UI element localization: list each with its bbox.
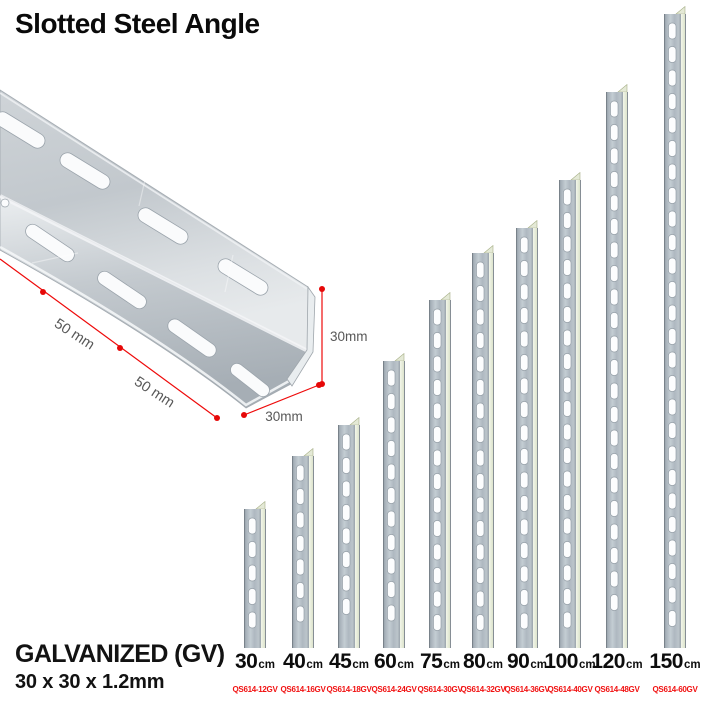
flange-width-line <box>243 384 320 416</box>
variant-code: QS614-18GV <box>326 685 372 694</box>
variant-size-label: 75cm <box>420 650 460 673</box>
variant-size-label: 60cm <box>374 650 414 673</box>
slot-holes <box>387 369 396 622</box>
slot-holes <box>433 308 442 631</box>
variant-code: QS614-16GV <box>280 685 326 694</box>
variant-code: QS614-12GV <box>232 685 278 694</box>
top-edge-highlight <box>0 92 308 290</box>
dimension-dot <box>316 382 322 388</box>
angle-end-cut <box>286 285 316 387</box>
variant-size-label: 150cm <box>649 650 701 673</box>
variant-size-label: 30cm <box>235 650 275 673</box>
slot-holes <box>668 22 677 627</box>
variant-bar <box>338 417 360 648</box>
small-round-hole <box>0 198 10 208</box>
slot-holes <box>342 433 351 615</box>
dimension-dot <box>214 415 220 421</box>
variant-bar <box>429 292 451 648</box>
variant-bar <box>292 448 314 648</box>
dimension-label-flange-height: 30mm <box>330 329 368 344</box>
variant-code: QS614-36GV <box>504 685 550 694</box>
dimension-dot <box>319 286 325 292</box>
slot-holes <box>610 100 619 611</box>
slot-holes-front-face <box>25 223 270 398</box>
dimension-label-flange-width: 30mm <box>265 409 303 424</box>
slot-holes <box>563 188 572 629</box>
slot-holes <box>248 517 257 629</box>
dimension-dot <box>241 412 247 418</box>
slot-holes <box>296 464 305 623</box>
variant-code: QS614-30GV <box>417 685 463 694</box>
variant-size-label: 120cm <box>591 650 643 673</box>
page-title: Slotted Steel Angle <box>15 8 260 39</box>
slot-holes <box>520 236 529 630</box>
variant-bar <box>559 172 581 648</box>
angle-front-face <box>0 194 310 409</box>
bend-highlight <box>0 194 309 353</box>
variant-size-label: 100cm <box>544 650 596 673</box>
dimension-label-leg-a: 50 mm <box>51 316 97 354</box>
variant-bar <box>606 84 628 648</box>
variant-size-label: 40cm <box>283 650 323 673</box>
surface-scratches <box>31 157 234 293</box>
variant-code: QS614-40GV <box>547 685 593 694</box>
variant-code: QS614-24GV <box>371 685 417 694</box>
finish-label: GALVANIZED (GV) <box>15 640 225 668</box>
slot-holes <box>476 261 485 631</box>
variant-bar <box>472 245 494 648</box>
slot-holes-top-face <box>0 111 269 296</box>
size-spec-label: 30 x 30 x 1.2mm <box>15 671 165 693</box>
variant-code: QS614-32GV <box>460 685 506 694</box>
variant-code: QS614-60GV <box>652 685 698 694</box>
leg-dimension-line <box>0 258 218 419</box>
dimension-label-leg-b: 50 mm <box>131 374 177 412</box>
variant-bar <box>664 6 686 648</box>
bottom-lip-highlight <box>0 245 290 407</box>
variant-size-label: 45cm <box>329 650 369 673</box>
variant-bar <box>383 353 405 648</box>
variant-size-label: 80cm <box>463 650 503 673</box>
angle-bracket-photo <box>0 89 316 409</box>
variant-code: QS614-48GV <box>594 685 640 694</box>
dimension-dot <box>117 345 123 351</box>
variant-bar <box>244 501 266 648</box>
variant-size-label: 90cm <box>507 650 547 673</box>
dimension-dot <box>40 289 46 295</box>
variant-bar <box>516 220 538 648</box>
